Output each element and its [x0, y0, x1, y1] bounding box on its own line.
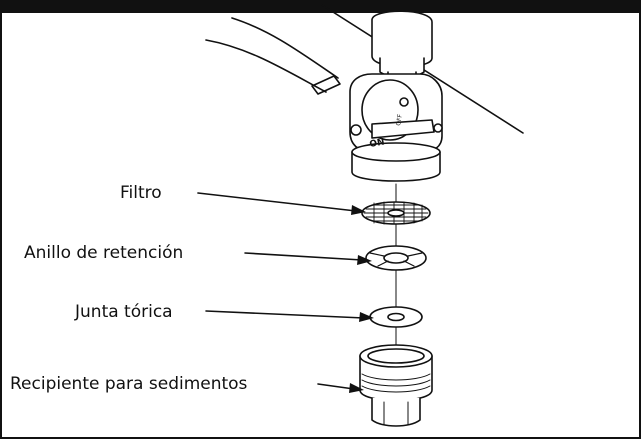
label-junta-torica: Junta tórica	[75, 302, 173, 322]
valve-off-marking: OFF	[395, 113, 404, 126]
screw	[399, 97, 409, 107]
leader-filtro	[197, 192, 357, 212]
label-recipiente-para-sedimentos: Recipiente para sedimentos	[10, 374, 248, 394]
screw	[350, 124, 362, 136]
arrow-anillo	[357, 255, 372, 265]
valve-on-marking: ON	[369, 137, 386, 149]
valve-lever	[371, 119, 435, 139]
label-anillo-de-retencion: Anillo de retención	[24, 243, 184, 263]
arrow-junta	[359, 312, 374, 322]
screw	[433, 123, 443, 133]
label-filtro: Filtro	[120, 183, 162, 203]
arrow-recipiente	[349, 383, 364, 393]
top-bar	[0, 0, 641, 13]
tube	[231, 17, 339, 79]
leader-recipiente	[317, 383, 355, 390]
tube	[205, 39, 327, 93]
tube-clip	[311, 75, 341, 95]
arrow-filtro	[351, 205, 366, 215]
bowl-hex-base	[371, 397, 421, 427]
leader-anillo	[244, 252, 363, 261]
leader-junta	[205, 310, 365, 319]
